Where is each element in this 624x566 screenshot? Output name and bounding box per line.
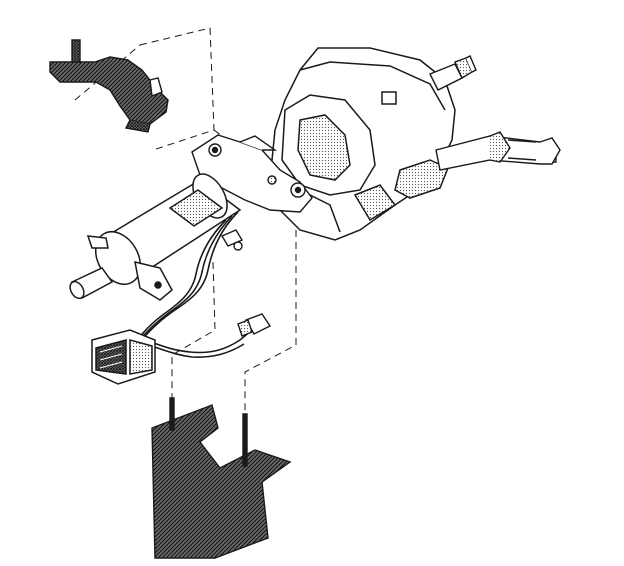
column-tube: [69, 173, 242, 301]
upper-bracket: [49, 39, 169, 133]
multifunction-switch-lever: [435, 131, 561, 171]
wiring-harness: [131, 211, 253, 358]
steering-shaft: [429, 55, 477, 91]
harness-connector: [91, 329, 156, 385]
lower-knee-bolster-bracket: [151, 397, 292, 559]
steering-column-assembly: [269, 47, 456, 241]
small-connector: [237, 313, 272, 337]
harness-clip: [220, 229, 244, 251]
